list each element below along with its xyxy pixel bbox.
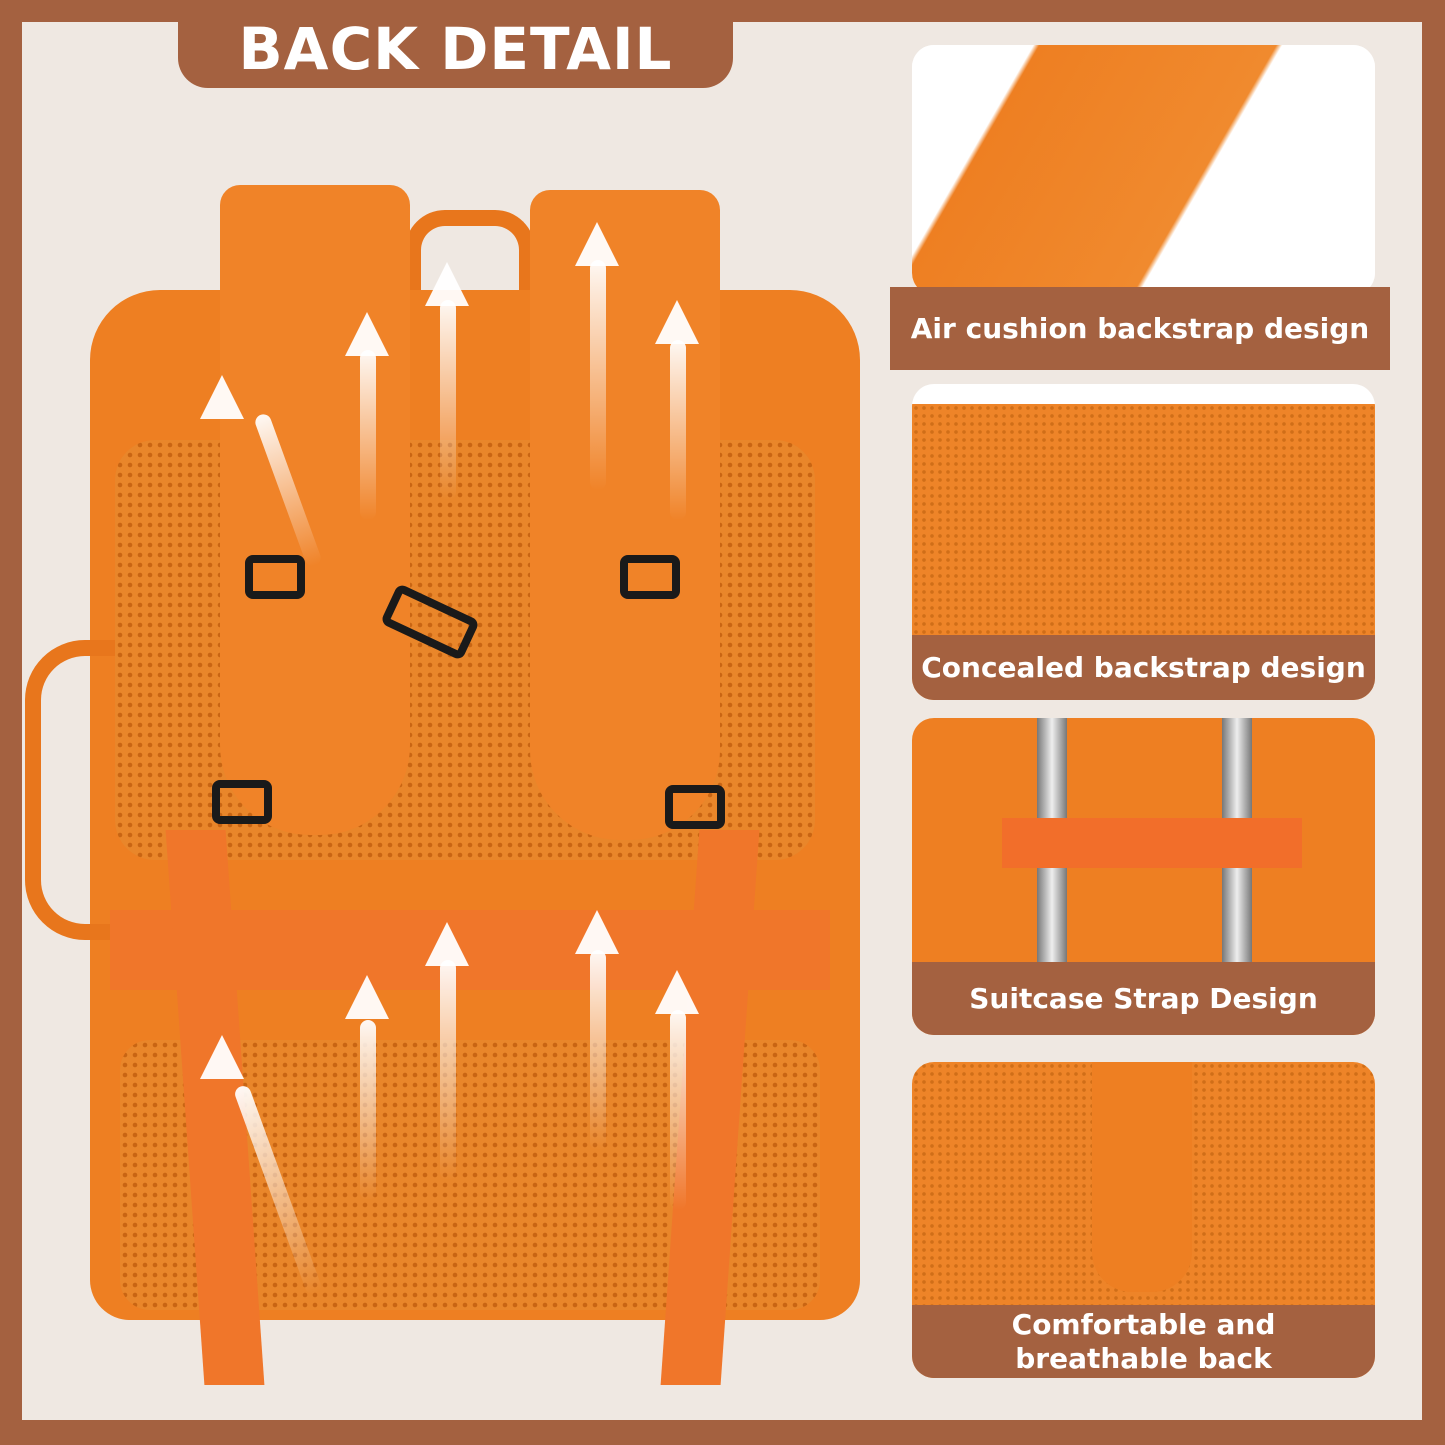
caption-breathable-line2: breathable back bbox=[1015, 1341, 1272, 1375]
page-title: BACK DETAIL bbox=[178, 0, 733, 88]
caption-breathable: Comfortable and breathable back bbox=[912, 1305, 1375, 1378]
detail-panel-air-cushion bbox=[912, 45, 1375, 295]
caption-breathable-line1: Comfortable and bbox=[1011, 1307, 1276, 1341]
caption-air-cushion: Air cushion backstrap design bbox=[890, 287, 1390, 370]
caption-concealed: Concealed backstrap design bbox=[912, 635, 1375, 700]
air-cushion-strap-image bbox=[912, 45, 1375, 295]
detail-panel-suitcase: Suitcase Strap Design bbox=[912, 718, 1375, 1035]
detail-panel-concealed: Concealed backstrap design bbox=[912, 384, 1375, 700]
detail-panel-breathable: Comfortable and breathable back bbox=[912, 1062, 1375, 1378]
caption-suitcase: Suitcase Strap Design bbox=[912, 962, 1375, 1035]
